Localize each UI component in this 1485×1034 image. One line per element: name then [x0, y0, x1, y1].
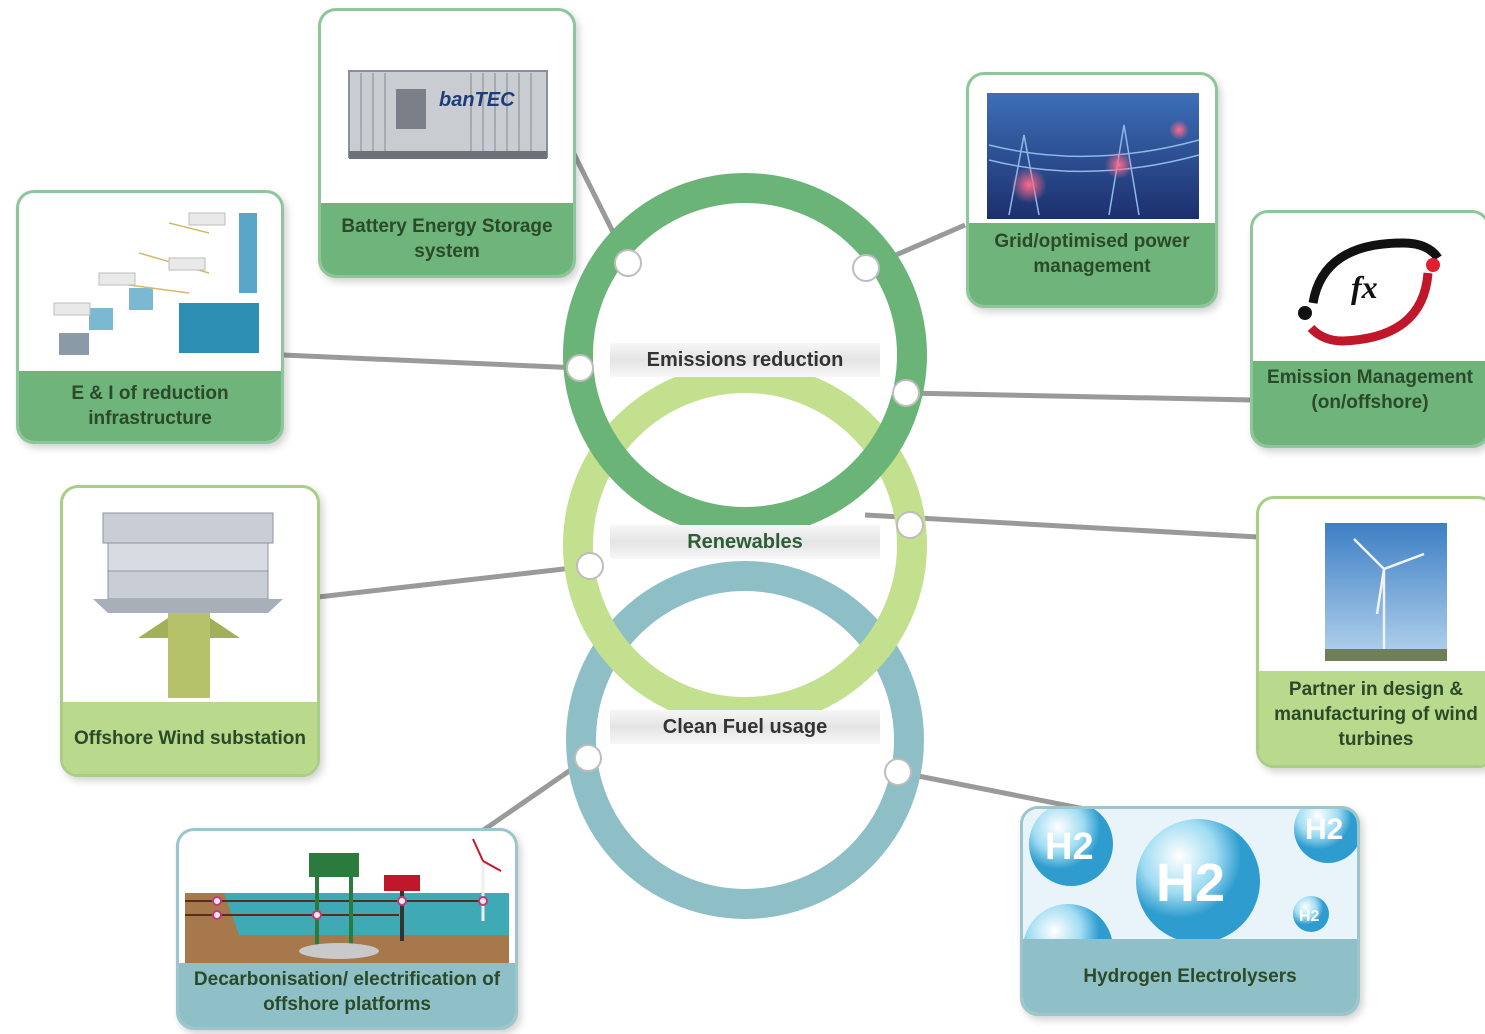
emission-management-logo-image: fx	[1253, 213, 1485, 361]
ring-dots	[566, 249, 924, 786]
offshore-platforms-image	[179, 831, 515, 969]
ei-label: E & I of reduction infrastructure	[19, 371, 281, 441]
connector-decarb	[470, 755, 590, 841]
card-emission-management: fx Emission Management (on/offshore)	[1250, 210, 1485, 448]
battery-label: Battery Energy Storage system	[321, 203, 573, 275]
card-ei-infrastructure: E & I of reduction infrastructure	[16, 190, 284, 444]
ring-label-emissions: Emissions reduction	[610, 343, 880, 377]
dot-decarb	[574, 744, 602, 772]
wind-turbines-label: Partner in design & manufacturing of win…	[1259, 671, 1485, 765]
hydrogen-bubbles-image: H2 H2 H2 H2	[1023, 809, 1357, 994]
card-wind-turbines: Partner in design & manufacturing of win…	[1256, 496, 1485, 768]
hydrogen-label: Hydrogen Electrolysers	[1023, 939, 1357, 1013]
ring-label-renewables: Renewables	[610, 525, 880, 559]
dot-hydrogen	[884, 758, 912, 786]
card-offshore-wind-substation: Offshore Wind substation	[60, 485, 320, 777]
card-grid-power: Grid/optimised power management	[966, 72, 1218, 308]
wind-turbine-image	[1259, 499, 1485, 671]
h2-symbol-small: H2	[1045, 826, 1094, 868]
ei-infrastructure-image	[19, 193, 281, 373]
connector-emission-mgmt	[905, 390, 1253, 403]
offshore-substation-image	[63, 488, 317, 703]
connector-ei	[282, 352, 581, 371]
connector-offshore-wind	[317, 563, 591, 600]
emission-management-label: Emission Management (on/offshore)	[1253, 361, 1485, 445]
h2-symbol-tiny: H2	[1299, 908, 1320, 925]
battery-brand-logo: banTEC	[439, 89, 515, 111]
dot-emission-mgmt	[892, 379, 920, 407]
h2-symbol-large: H2	[1156, 853, 1225, 913]
dot-ei	[566, 354, 594, 382]
grid-label: Grid/optimised power management	[969, 223, 1215, 305]
dot-grid	[852, 254, 880, 282]
decarbonisation-label: Decarbonisation/ electrification of offs…	[179, 963, 515, 1027]
card-battery-storage: banTEC Battery Energy Storage system	[318, 8, 576, 278]
card-decarbonisation: Decarbonisation/ electrification of offs…	[176, 828, 518, 1030]
dot-turbines	[896, 511, 924, 539]
connector-lines	[282, 148, 1259, 841]
card-hydrogen-electrolysers: H2 H2 H2 H2 Hydrogen Electrolysers	[1020, 806, 1360, 1016]
fx-logo: fx	[1351, 269, 1378, 305]
connector-turbines	[864, 512, 1259, 540]
ring-label-clean-fuel: Clean Fuel usage	[610, 710, 880, 744]
ring-clean-fuel	[566, 561, 924, 919]
grid-power-image	[969, 75, 1215, 223]
offshore-wind-label: Offshore Wind substation	[63, 702, 317, 774]
h2-symbol-corner: H2	[1305, 813, 1343, 846]
battery-container-image: banTEC	[321, 11, 573, 206]
dot-battery	[614, 249, 642, 277]
dot-offshore-wind	[576, 552, 604, 580]
